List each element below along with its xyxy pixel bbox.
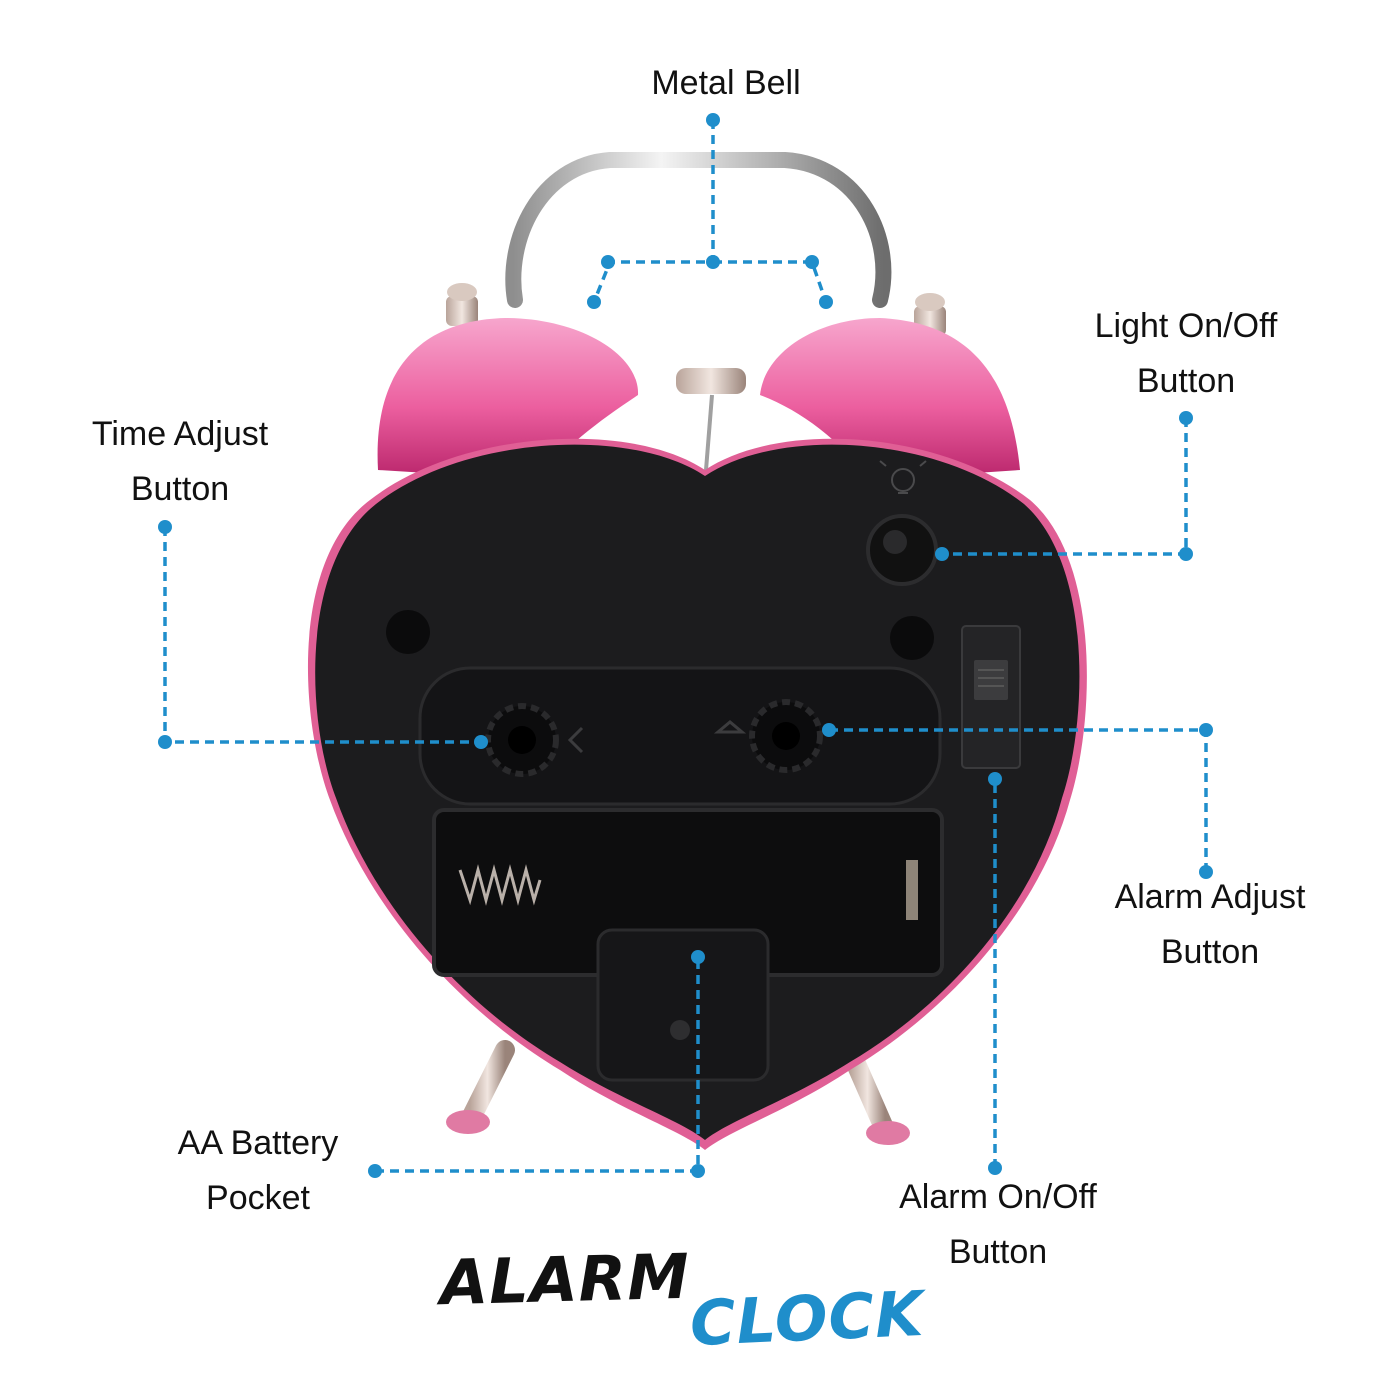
bulb-icon bbox=[879, 460, 927, 494]
label-alarm-adjust: Alarm Adjust Button bbox=[1114, 878, 1306, 971]
callout-dot bbox=[822, 723, 836, 737]
callout-dot bbox=[368, 1164, 382, 1178]
callout-dot bbox=[1179, 411, 1193, 425]
battery-cover-tab bbox=[596, 928, 770, 1082]
bell-post-left bbox=[446, 283, 478, 326]
callout-dot bbox=[691, 950, 705, 964]
battery-contact bbox=[906, 860, 918, 920]
callout-dot bbox=[158, 735, 172, 749]
right-bell bbox=[760, 318, 1020, 480]
callout-dot bbox=[474, 735, 488, 749]
callout-dot bbox=[935, 547, 949, 561]
alarm-adjust-knob bbox=[749, 699, 823, 773]
callout-dot bbox=[988, 1161, 1002, 1175]
callout-dot bbox=[805, 255, 819, 269]
label-time-adjust: Time Adjust Button bbox=[91, 415, 269, 508]
callout-dot bbox=[158, 520, 172, 534]
callout-dot bbox=[601, 255, 615, 269]
callout-dot bbox=[1199, 723, 1213, 737]
callout-dot bbox=[819, 295, 833, 309]
light-button bbox=[866, 514, 938, 586]
battery-spring-icon bbox=[458, 864, 542, 906]
callout-dot bbox=[988, 772, 1002, 786]
metal-bell-handle bbox=[505, 152, 892, 308]
time-adjust-knob bbox=[485, 703, 559, 777]
callout-dot bbox=[587, 295, 601, 309]
callout-dot bbox=[706, 113, 720, 127]
label-light-button: Light On/Off Button bbox=[1094, 307, 1278, 400]
screw-hole-right bbox=[890, 616, 934, 660]
callout-dot bbox=[706, 255, 720, 269]
title-alarm: ALARM bbox=[439, 1239, 691, 1320]
clock-arrow-icon bbox=[567, 726, 584, 754]
title-clock: CLOCK bbox=[688, 1276, 926, 1361]
knob-recess bbox=[418, 666, 942, 806]
bell-hammer bbox=[676, 368, 746, 471]
alarm-on-off-switch bbox=[961, 625, 1021, 769]
callout-dot bbox=[1199, 865, 1213, 879]
label-battery-pocket: AA Battery Pocket bbox=[177, 1124, 339, 1217]
callout-dot bbox=[691, 1164, 705, 1178]
label-metal-bell: Metal Bell bbox=[651, 64, 801, 102]
screw-hole-left bbox=[386, 610, 430, 654]
label-alarm-switch: Alarm On/Off Button bbox=[899, 1178, 1097, 1271]
leg-left bbox=[446, 1040, 515, 1134]
callout-dot bbox=[1179, 547, 1193, 561]
cover-screw bbox=[670, 1020, 690, 1040]
bell-arrow-icon bbox=[713, 720, 747, 734]
callout-metal-bell bbox=[592, 120, 715, 303]
